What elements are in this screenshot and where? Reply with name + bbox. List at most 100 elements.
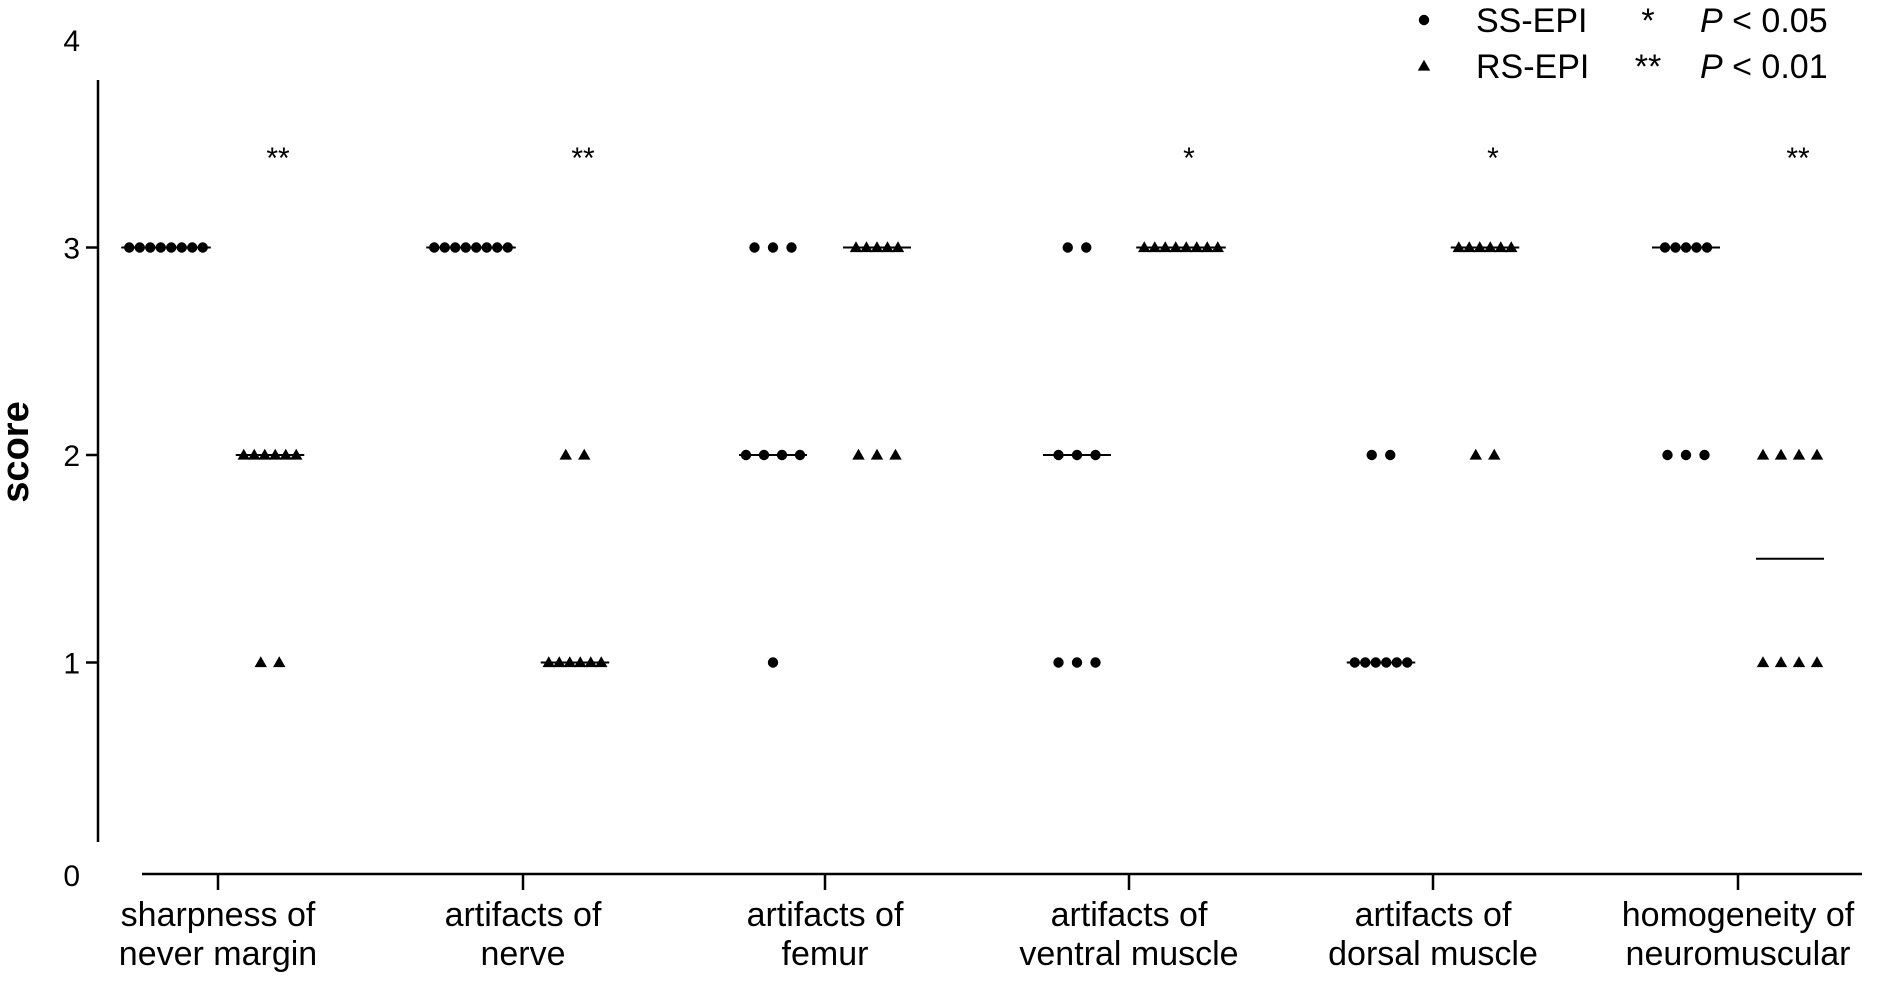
- rs-epi-point: [1159, 241, 1172, 253]
- rs-epi-point: [258, 448, 271, 460]
- rs-epi-point: [1417, 59, 1431, 71]
- significance-marker: **: [1786, 142, 1810, 175]
- ss-epi-point: [197, 242, 208, 253]
- rs-epi-point: [574, 656, 587, 668]
- significance-marker: **: [571, 142, 595, 175]
- ss-epi-point: [166, 242, 177, 253]
- rs-epi-point: [553, 656, 566, 668]
- rs-epi-point: [1810, 448, 1824, 460]
- category-label: neuromuscular: [1626, 935, 1851, 973]
- y-tick-label: 0: [63, 860, 80, 893]
- rs-epi-point: [860, 241, 873, 253]
- ss-epi-point: [1360, 657, 1371, 668]
- rs-epi-point: [563, 656, 576, 668]
- rs-epi-point: [881, 241, 894, 253]
- ss-epi-point: [776, 449, 788, 461]
- category-label: artifacts of: [1051, 896, 1208, 934]
- rs-epi-point: [559, 448, 572, 460]
- rs-epi-point: [849, 241, 863, 253]
- ss-epi-point: [1385, 449, 1396, 461]
- ss-epi-point: [1680, 242, 1692, 253]
- ss-epi-point: [1381, 657, 1392, 668]
- rs-epi-point: [1469, 448, 1482, 460]
- legend-p-value: P < 0.01: [1700, 48, 1828, 86]
- ss-epi-point: [176, 242, 187, 253]
- legend-significance-marker: **: [1635, 48, 1661, 86]
- axes: [96, 80, 1862, 876]
- ss-epi-point: [1071, 657, 1083, 668]
- rs-epi-point: [1756, 656, 1770, 668]
- ss-epi-point: [1081, 242, 1092, 253]
- rs-epi-point: [891, 241, 905, 253]
- legend-significance-marker: *: [1641, 2, 1654, 40]
- rs-epi-point: [273, 656, 286, 668]
- category-label: homogeneity of: [1622, 896, 1855, 934]
- rs-epi-point: [237, 448, 250, 460]
- rs-epi-point: [1792, 448, 1806, 460]
- ss-epi-point: [1090, 657, 1101, 668]
- ss-epi-point: [1670, 242, 1681, 253]
- rs-epi-point: [1494, 241, 1507, 253]
- ss-epi-point: [1370, 657, 1381, 668]
- ss-epi-point: [1701, 242, 1713, 253]
- rs-epi-point: [870, 241, 884, 253]
- rs-epi-point: [1505, 241, 1518, 253]
- rs-epi-point: [1774, 656, 1788, 668]
- p-threshold: < 0.05: [1723, 2, 1828, 40]
- category-label: artifacts of: [1355, 896, 1512, 934]
- legend-p-value: P < 0.05: [1700, 2, 1828, 40]
- rs-epi-point: [1484, 241, 1497, 253]
- ss-epi-point: [155, 242, 166, 253]
- significance-markers: ********: [266, 142, 1810, 175]
- category-label: ventral muscle: [1019, 935, 1238, 973]
- ss-epi-point: [1053, 657, 1064, 668]
- significance-marker: *: [1183, 142, 1195, 175]
- ss-epi-point: [1062, 242, 1073, 253]
- rs-epi-point: [1148, 241, 1161, 253]
- ss-epi-point: [758, 449, 770, 461]
- y-axis-label: score: [0, 401, 37, 502]
- rs-epi-point: [1463, 241, 1476, 253]
- category-label: femur: [782, 935, 869, 973]
- significance-marker: **: [266, 142, 290, 175]
- ss-epi-point: [1366, 449, 1377, 461]
- ss-epi-point: [749, 242, 760, 253]
- category-label: never margin: [119, 935, 317, 973]
- rs-epi-point: [1473, 241, 1486, 253]
- p-symbol: P: [1700, 48, 1723, 86]
- ss-epi-point: [1699, 449, 1710, 461]
- median-lines: [121, 246, 1824, 664]
- rs-epi-point: [1201, 241, 1214, 253]
- rs-epi-point: [870, 448, 884, 460]
- ss-epi-point: [145, 242, 156, 253]
- ss-epi-point: [767, 242, 779, 253]
- rs-epi-point: [1169, 241, 1182, 253]
- rs-epi-point: [1211, 241, 1224, 253]
- significance-marker: *: [1487, 142, 1499, 175]
- category-label: sharpness of: [121, 896, 316, 934]
- rs-epi-point: [1774, 448, 1788, 460]
- ss-epi-point: [1418, 14, 1430, 26]
- ss-epi-point: [794, 449, 806, 461]
- ss-epi-point: [1090, 449, 1101, 461]
- rs-epi-point: [852, 448, 865, 460]
- ss-epi-point: [1071, 449, 1083, 461]
- rs-epi-point: [1488, 448, 1501, 460]
- rs-epi-point: [290, 448, 303, 460]
- legend-series-label: SS-EPI: [1476, 2, 1587, 40]
- ss-epi-point: [134, 242, 145, 253]
- p-symbol: P: [1700, 2, 1723, 40]
- ss-epi-point: [1391, 657, 1402, 668]
- ss-epi-point: [450, 242, 461, 253]
- ss-epi-point: [1662, 449, 1673, 461]
- ss-epi-point: [1349, 657, 1360, 668]
- rs-epi-point: [254, 656, 267, 668]
- ss-epi-point: [1680, 449, 1692, 461]
- ss-epi-point: [471, 242, 482, 253]
- category-label: nerve: [480, 935, 565, 973]
- ss-epi-point: [460, 242, 471, 253]
- ss-epi-point: [740, 449, 752, 461]
